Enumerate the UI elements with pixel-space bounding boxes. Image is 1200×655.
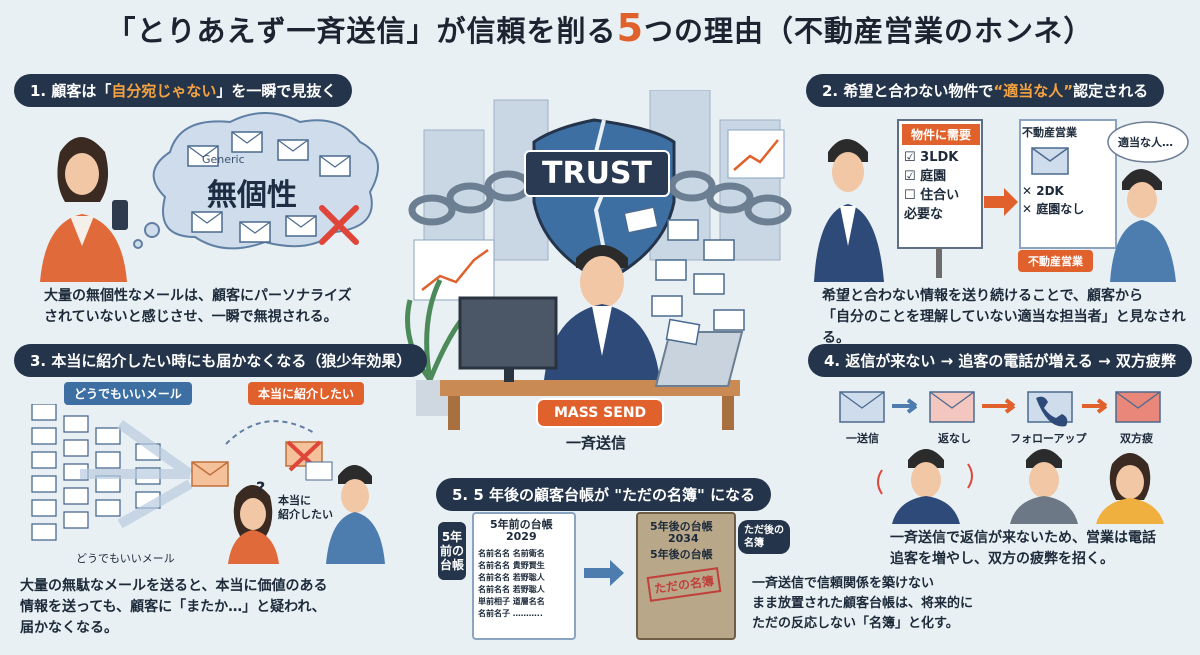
generic-label: Generic: [202, 153, 245, 166]
card-header: 不動産営業: [1022, 126, 1077, 139]
old-ledger-rows: 名前名名 名前衛名 名前名名 貴野賢生 名前名名 若野聡人 名前名名 若野聡人 …: [478, 549, 545, 618]
board-header: 物件に需要: [902, 124, 980, 145]
arrow-right-icon: [584, 560, 624, 586]
new-ledger-title: 5年後の台帳: [650, 520, 713, 533]
section-3-speech: 本当に 紹介したい: [278, 494, 333, 521]
card-list: ✕ 2DK✕ 庭園なし: [1022, 184, 1085, 216]
section-1-header: 1. 顧客は「自分宛じゃない」を一瞬で見抜く: [14, 74, 353, 107]
section-3-text: 大量の無駄なメールを送ると、本当に価値のある情報を送っても、顧客に「またか…」と…: [20, 578, 328, 636]
new-ledger: [636, 512, 736, 640]
section-3-header: 3. 本当に紹介したい時にも届かなくなる（狼少年効果）: [14, 344, 428, 377]
step-1-label: 一送信: [846, 432, 879, 445]
section-5-header: 5. 5 年後の顧客台帳が "ただの名簿" になる: [436, 478, 772, 511]
center-illustration: [405, 90, 792, 430]
section-4-header: 4. 返信が来ない → 追客の電話が増える → 双方疲弊: [808, 344, 1192, 377]
section-5-speech: ただ後の 名簿: [738, 520, 790, 554]
mass-send-sign: MASS SEND: [536, 398, 665, 428]
card-footer-tag: 不動産営業: [1018, 250, 1093, 272]
step-2-label: 返なし: [938, 432, 971, 445]
question-mark: ?: [256, 478, 266, 497]
old-ledger: [472, 512, 576, 640]
step-4-label: 双方疲: [1120, 432, 1153, 445]
section-5-side-label: 5年前の台帳: [438, 522, 466, 580]
trust-banner: TRUST: [524, 150, 670, 197]
page-title: 「とりあえず一斉送信」が信頼を削る5つの理由（不動産営業のホンネ）: [106, 6, 1094, 50]
new-ledger-title-2: 5年後の台帳: [650, 548, 713, 561]
new-ledger-year: 2034: [668, 532, 699, 545]
speech-bubble: 適当な人…: [1118, 136, 1173, 149]
woman-figure: [40, 137, 128, 282]
section-4-illustration: [839, 391, 1164, 524]
red-x-icon: [319, 205, 359, 245]
step-3-label: フォローアップ: [1010, 432, 1087, 445]
section-2-illustration: [814, 119, 1189, 282]
mass-send-caption: 一斉送信: [566, 434, 627, 452]
board-checklist: ☑ 3LDK☑ 庭園☐ 住合い 必要な: [904, 150, 960, 222]
section-2-header: 2. 希望と合わない物件で“適当な人”認定される: [806, 74, 1165, 107]
tag-want-to-introduce: 本当に紹介したい: [248, 382, 365, 405]
section-1-illustration: [40, 112, 379, 282]
old-ledger-title: 5年前の台帳: [490, 518, 553, 531]
old-ledger-year: 2029: [506, 530, 537, 543]
bottom-label-useless-mail: どうでもいいメール: [76, 552, 175, 565]
section-1-text: 大量の無個性なメールは、顧客にパーソナライズされていないと感じさせ、一瞬で無視さ…: [44, 288, 352, 325]
section-4-text: 一斉送信で返信が来ないため、営業は電話追客を増やし、双方の疲弊を招く。: [890, 530, 1156, 567]
section-2-text: 希望と合わない情報を送り続けることで、顧客から「自分のことを理解していない適当な…: [822, 288, 1186, 346]
section-3-illustration: [31, 404, 385, 564]
generic-jp-label: 無個性: [207, 178, 297, 213]
section-5-text: 一斉送信で信頼関係を築けないまま放置された顧客台帳は、将来的にただの反応しない「…: [752, 576, 974, 631]
tag-useless-mail: どうでもいいメール: [64, 382, 192, 405]
